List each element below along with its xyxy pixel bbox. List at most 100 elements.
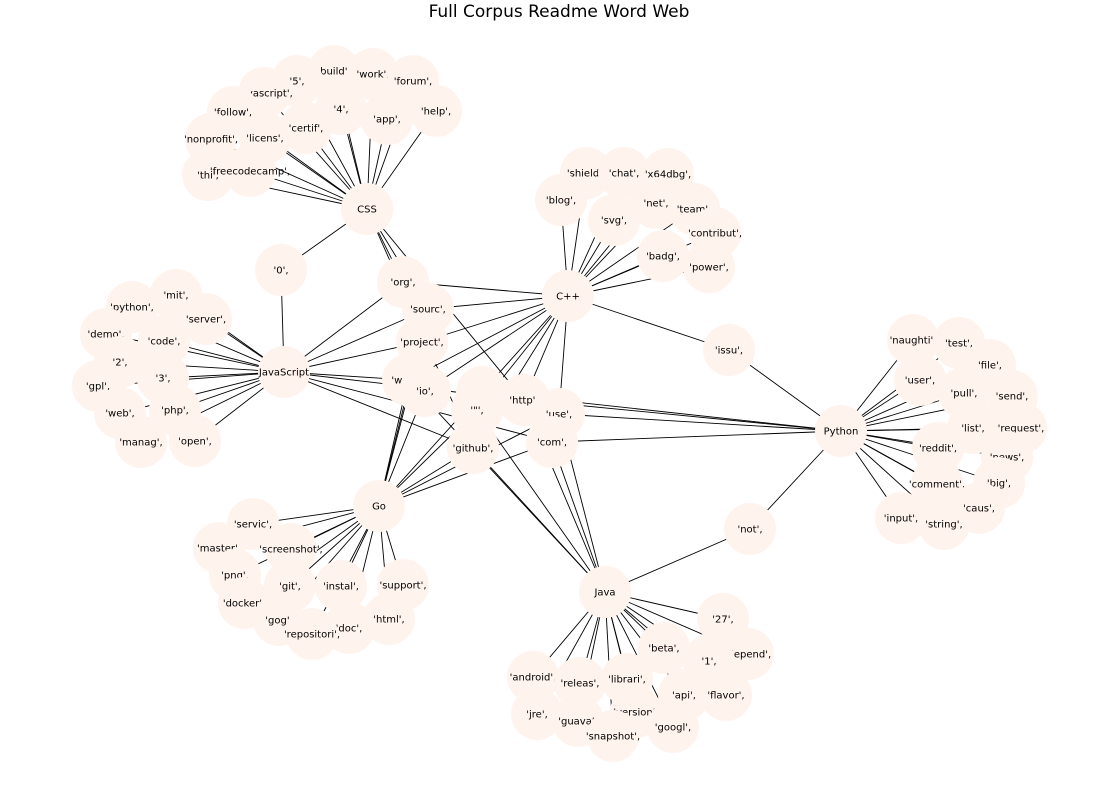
hub-node-css-label: CSS <box>357 205 377 216</box>
word-node-shared-label: 'not', <box>737 525 762 536</box>
word-node-javascript-label: 'php', <box>161 406 189 417</box>
word-node-java-label: '27', <box>712 615 733 626</box>
word-node-css: 'work', <box>347 48 399 100</box>
word-node-java: 'flavor', <box>700 669 752 721</box>
word-node-go-label: 'screenshot', <box>259 545 323 556</box>
word-node-css: 'app', <box>361 93 413 145</box>
word-node-css-label: 'certif', <box>289 124 324 135</box>
word-node-cpp-label: 'net', <box>643 199 668 210</box>
word-node-python-label: 'list', <box>961 424 984 435</box>
word-node-go-label: 'png', <box>221 571 249 582</box>
word-node-python-circle <box>894 354 946 406</box>
word-node-shared-label: 'github', <box>453 444 494 455</box>
word-node-go: 'repositori', <box>284 608 340 660</box>
word-node-cpp: 'blog', <box>535 174 587 226</box>
hub-node-cpp-label: C++ <box>556 292 580 303</box>
word-node-java-circle <box>700 669 752 721</box>
word-node-javascript-label: 'manag', <box>119 438 162 449</box>
word-node-java-label: '1', <box>701 657 716 668</box>
word-node-python-label: 'request', <box>998 424 1045 435</box>
edge-shared-10-javascript <box>283 371 474 449</box>
word-node-go-circle <box>363 593 415 645</box>
word-node-go-circle <box>315 560 367 612</box>
edge-shared-5-cpp <box>424 295 569 392</box>
word-node-css-label: 'nonprofit', <box>184 135 238 146</box>
hub-node-go-circle <box>353 480 405 532</box>
word-node-javascript-label: 'mit', <box>163 291 188 302</box>
word-node-python: 'comment', <box>909 458 965 510</box>
hub-node-java: Java <box>579 566 631 618</box>
word-node-python-label: 'pull', <box>951 389 978 400</box>
word-node-go-label: 'docker', <box>223 599 265 610</box>
word-node-shared: 'com', <box>526 416 578 468</box>
word-node-shared-label: 'project', <box>400 338 443 349</box>
word-node-css-circle <box>182 149 234 201</box>
node-layer: 'build','5','work','forum','javascript',… <box>72 45 1047 762</box>
word-node-cpp-circle <box>535 174 587 226</box>
word-node-go-label: 'gog', <box>265 616 293 627</box>
word-node-javascript: 'server', <box>180 293 232 345</box>
word-node-java: 'jre', <box>511 688 563 740</box>
word-node-python-circle <box>887 314 939 366</box>
word-node-css-label: 'licens', <box>246 134 283 145</box>
word-node-javascript: 'code', <box>138 315 190 367</box>
word-node-python: 'naughti', <box>887 314 939 366</box>
word-node-go: 'instal', <box>315 560 367 612</box>
word-node-shared-label: '0', <box>273 266 288 277</box>
word-node-java-label: 'jre', <box>526 710 548 721</box>
word-node-shared-circle <box>703 324 755 376</box>
edge-shared-11-go <box>378 441 553 507</box>
word-node-python-label: 'send', <box>996 392 1029 403</box>
word-node-shared: 'not', <box>724 503 776 555</box>
hub-node-css-circle <box>341 183 393 235</box>
edge-shared-2-javascript <box>283 308 429 373</box>
word-node-shared-circle <box>447 422 499 474</box>
word-node-shared-label: 'http', <box>509 396 538 407</box>
hub-node-java-label: Java <box>593 588 615 599</box>
word-node-java: 'beta', <box>638 622 690 674</box>
word-node-css-circle <box>224 145 276 197</box>
word-node-javascript-circle <box>169 415 221 467</box>
edge-shared-9-python <box>558 413 842 432</box>
word-node-cpp-circle <box>637 230 689 282</box>
word-node-java-label: 'snapshot', <box>586 732 640 743</box>
word-node-go-circle <box>265 523 317 575</box>
word-node-shared-label: 'sourc', <box>410 305 446 316</box>
word-node-go-label: 'instal', <box>323 582 359 593</box>
word-node-css-label: '4', <box>333 105 348 116</box>
chart-title: Full Corpus Readme Word Web <box>428 2 690 22</box>
word-node-shared-label: 'org', <box>390 278 415 289</box>
hub-node-cpp-circle <box>542 270 594 322</box>
word-node-cpp-label: 'team', <box>677 205 712 216</box>
word-node-cpp: 'power', <box>683 241 735 293</box>
word-node-python-label: 'naughti', <box>890 336 937 347</box>
word-node-shared-label: 'issu', <box>715 346 743 357</box>
word-node-python-circle <box>875 492 927 544</box>
word-node-shared: '"', <box>451 384 503 436</box>
word-node-java-label: 'librari', <box>608 675 646 686</box>
word-node-cpp-label: 'shield', <box>567 169 605 180</box>
word-node-cpp-label: 'x64dbg', <box>645 170 691 181</box>
word-node-python-label: 'input', <box>884 514 918 525</box>
word-node-javascript-label: 'python', <box>110 303 154 314</box>
hub-node-python: Python <box>815 405 867 457</box>
word-node-css-label: 'app', <box>373 115 401 126</box>
word-node-java-label: 'depend', <box>725 650 771 661</box>
word-node-cpp-label: 'chat', <box>609 169 640 180</box>
word-node-cpp-label: 'power', <box>689 263 729 274</box>
word-node-java-circle <box>647 701 699 753</box>
word-node-css-circle <box>361 93 413 145</box>
hub-node-cpp: C++ <box>542 270 594 322</box>
word-node-shared: 'io', <box>399 365 451 417</box>
word-node-cpp-label: 'svg', <box>601 216 627 227</box>
word-node-python-label: 'string', <box>925 520 962 531</box>
word-node-css: 'help', <box>410 85 462 137</box>
word-node-css-label: 'forum', <box>394 77 433 88</box>
word-node-shared-label: 'io', <box>416 387 434 398</box>
word-node-go: 'html', <box>363 593 415 645</box>
word-node-java-label: 'flavor', <box>707 691 744 702</box>
word-node-python-circle <box>911 458 963 510</box>
word-node-cpp-label: 'contribut', <box>688 229 742 240</box>
word-node-go-label: 'doc', <box>336 624 363 635</box>
word-node-javascript-label: 'code', <box>148 337 181 348</box>
